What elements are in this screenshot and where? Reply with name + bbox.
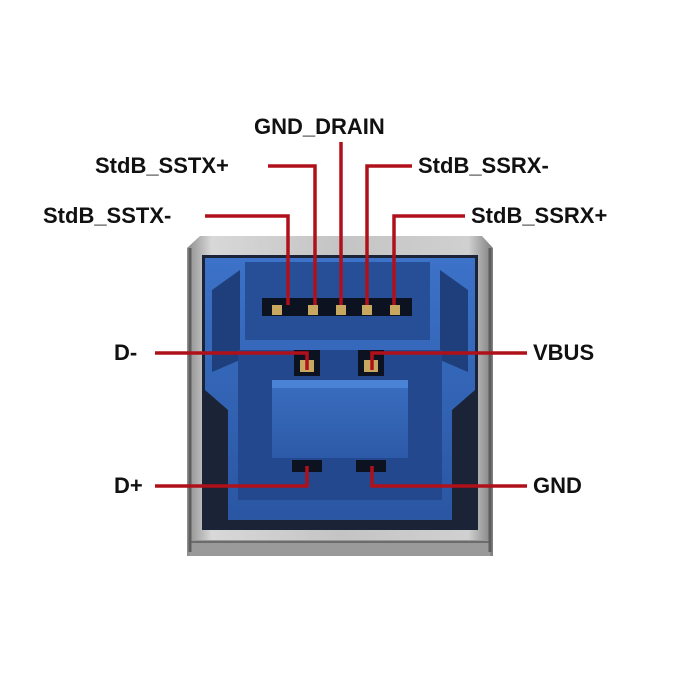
label-gnd-drain: GND_DRAIN [254,114,385,139]
leader-gnd [370,466,527,488]
leader-d-minus [155,351,309,370]
leader-vbus [370,351,527,370]
leader-ssrx-plus [392,214,465,305]
leader-d-plus [155,466,309,488]
superspeed-slot [245,262,430,340]
label-ssrx-plus: StdB_SSRX+ [471,203,608,228]
right-recess [440,270,468,372]
label-sstx-minus: StdB_SSTX- [43,203,172,228]
label-vbus: VBUS [533,340,595,365]
usb2-tongue [238,350,442,500]
label-gnd: GND [533,473,582,498]
label-ssrx-minus: StdB_SSRX- [418,153,549,178]
left-recess [212,270,240,372]
leader-sstx-plus [268,164,317,305]
label-sstx-plus: StdB_SSTX+ [95,153,229,178]
leader-sstx-minus [205,214,290,305]
leader-lines [155,142,527,488]
label-d-minus: D- [114,340,138,365]
leader-ssrx-minus [365,164,412,305]
label-d-plus: D+ [114,473,143,498]
